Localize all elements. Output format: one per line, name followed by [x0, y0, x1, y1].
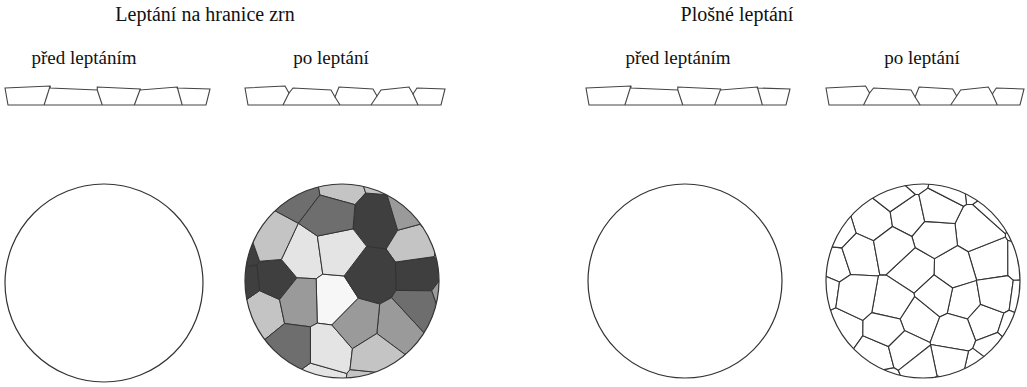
grain — [820, 353, 863, 387]
grain — [237, 154, 287, 212]
grain — [855, 368, 900, 387]
grain — [350, 333, 405, 373]
grain — [215, 336, 261, 372]
grain-boundary-line — [177, 87, 182, 105]
grain — [973, 187, 1018, 234]
grain — [961, 154, 997, 204]
grain — [317, 229, 366, 276]
surface-profiles — [5, 86, 1024, 105]
grain — [796, 197, 834, 238]
grain-boundary-line — [715, 89, 721, 105]
sample-after — [826, 184, 1020, 378]
panel-heading: Plošné leptání — [681, 3, 794, 26]
grain — [280, 278, 318, 327]
grain — [796, 154, 835, 197]
grain-boundary-line — [625, 86, 631, 105]
grain-boundary-line — [757, 87, 762, 105]
sample-before — [5, 184, 203, 382]
grain — [986, 360, 1027, 387]
grain — [983, 154, 1021, 190]
grain — [262, 324, 311, 374]
grain-boundary-line — [915, 97, 920, 105]
grain — [973, 332, 1017, 368]
grain-boundary-line — [864, 93, 870, 105]
grain — [871, 169, 915, 212]
grain — [976, 276, 1013, 313]
panel-heading: Leptání na hranice zrn — [115, 3, 294, 26]
grain — [874, 226, 916, 274]
grain — [796, 293, 829, 334]
grain-boundary-line — [371, 96, 377, 105]
grain — [796, 272, 839, 310]
grain — [434, 221, 469, 275]
grain-boundary-line — [951, 96, 957, 105]
state-label: před leptáním — [32, 47, 137, 69]
grain — [832, 154, 888, 188]
grain — [391, 154, 438, 197]
grain-boundary-line — [678, 90, 683, 105]
grain-boundaries — [796, 154, 1027, 387]
state-label: před leptáním — [626, 47, 731, 69]
surface-profile — [5, 86, 210, 105]
grain — [353, 154, 403, 195]
grain — [392, 290, 444, 334]
grain-boundary-line — [134, 89, 140, 105]
grain — [215, 265, 260, 302]
grain — [215, 371, 260, 387]
sample-after — [245, 184, 439, 378]
grain — [215, 154, 253, 192]
surface-profile — [826, 86, 1024, 105]
grain-boundary-line — [335, 97, 340, 105]
state-label: po leptání — [884, 47, 959, 69]
grain — [826, 168, 872, 214]
surface-profile — [245, 86, 445, 105]
grain — [1016, 185, 1027, 219]
grain-boundary-line — [413, 94, 418, 105]
shaded-grains — [215, 154, 469, 387]
grain — [998, 310, 1027, 350]
grain — [420, 191, 469, 241]
grain-boundary-line — [44, 86, 50, 105]
grain — [914, 275, 952, 317]
grain — [898, 345, 937, 386]
grain — [426, 154, 469, 198]
grain — [1021, 154, 1027, 187]
grain — [434, 362, 469, 387]
grain-boundary-line — [992, 94, 997, 105]
grain — [815, 209, 856, 248]
grain — [872, 275, 915, 319]
grain — [1015, 324, 1027, 373]
grain — [298, 195, 355, 236]
grain — [1005, 216, 1027, 251]
grain — [215, 192, 257, 243]
grain — [1019, 371, 1027, 387]
grain — [796, 235, 822, 281]
grain — [386, 224, 437, 262]
grain-boundary-line — [283, 93, 289, 105]
grain — [928, 154, 967, 206]
sample-before — [588, 184, 782, 378]
state-label: po leptání — [293, 47, 368, 69]
grain-boundary-line — [97, 90, 102, 105]
surface-profile — [586, 86, 790, 105]
grain — [283, 154, 341, 185]
grain — [796, 366, 834, 387]
grain — [796, 330, 838, 371]
grain — [863, 313, 905, 347]
grain — [387, 192, 429, 230]
